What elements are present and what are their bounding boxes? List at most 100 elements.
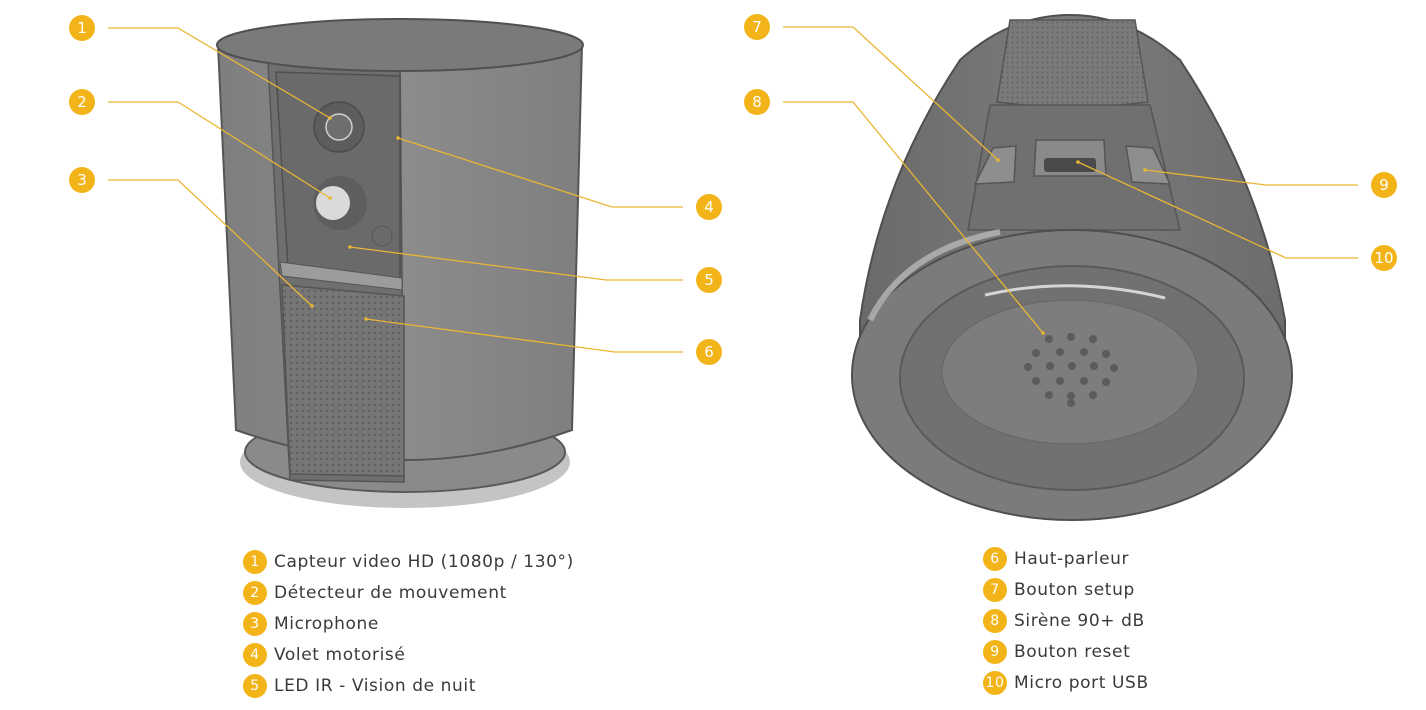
legend-label: Microphone [274,613,379,634]
legend-label: Bouton reset [1014,641,1131,662]
usb-port-icon [1044,158,1096,172]
camera-front-view [216,18,584,508]
leader-line-10 [1077,161,1358,259]
leader-line-9 [1144,169,1358,186]
callout-number: 8 [752,93,762,111]
legend-number-badge: 6 [983,546,1007,571]
legend-label: Micro port USB [1014,672,1149,693]
siren-hole [1032,377,1040,385]
reset-button-icon [1125,145,1172,185]
siren-plate [941,299,1199,445]
siren-hole [1056,377,1064,385]
speaker-grille-back [996,19,1149,108]
callout-circle [696,267,722,293]
callout-9: 9 [1371,172,1397,198]
bottom-highlight [984,284,1166,300]
siren-hole [1068,362,1076,370]
camera-back-view [851,13,1293,521]
siren-hole [1056,348,1064,356]
legend-number-badge: 1 [243,549,267,574]
leader-end-dot-6 [364,317,368,321]
legend-label: Haut-parleur [1014,548,1130,569]
leader-end-dot-8 [1041,331,1045,335]
callout-5: 5 [696,267,722,293]
siren-hole [1067,392,1075,400]
callout-number: 7 [752,18,762,36]
legend-number-badge: 4 [243,642,267,667]
legend-item: 4 Volet motorisé [243,639,574,670]
siren-holes-icon [1024,333,1118,407]
siren-hole [1110,364,1118,372]
legend-label: Sirène 90+ dB [1014,610,1145,631]
callout-number: 5 [704,271,714,289]
siren-hole [1080,377,1088,385]
callout-number: 4 [704,198,714,216]
callout-2: 2 [69,89,95,115]
leader-end-dot-7 [996,158,1000,162]
siren-hole [1102,378,1110,386]
leader-line-5 [349,246,683,281]
siren-hole [1089,335,1097,343]
callout-circle [1371,172,1397,198]
legend-label: Détecteur de mouvement [274,582,507,603]
callout-number: 3 [77,171,87,189]
legend-label: LED IR - Vision de nuit [274,675,477,696]
callout-6: 6 [696,339,722,365]
leader-lines [108,26,1358,353]
legend-number-badge: 3 [243,611,267,636]
callout-number: 1 [77,19,87,37]
leader-line-7 [783,26,999,161]
leader-end-dot-2 [328,196,332,200]
legend-item: 6 Haut-parleur [983,543,1149,574]
leader-end-dot-9 [1143,168,1147,172]
camera-lens-icon [325,113,353,141]
siren-hole [1024,363,1032,371]
motion-sensor-icon [316,186,350,220]
callout-circle [696,339,722,365]
leader-end-dot-4 [396,136,400,140]
leader-line-2 [108,101,331,199]
leader-line-8 [783,101,1044,334]
callout-3: 3 [69,167,95,193]
leader-end-dot-10 [1076,160,1080,164]
siren-hole [1067,333,1075,341]
callout-circle [744,89,770,115]
callout-8: 8 [744,89,770,115]
callout-number: 9 [1379,176,1389,194]
legend-number-badge: 9 [983,639,1007,664]
callout-7: 7 [744,14,770,40]
leader-end-dot-3 [310,304,314,308]
callout-number: 6 [704,343,714,361]
callout-number: 10 [1374,249,1393,267]
siren-hole [1032,349,1040,357]
setup-button-icon [973,145,1017,185]
siren-hole [1067,399,1075,407]
siren-hole [1089,391,1097,399]
legend-item: 8 Sirène 90+ dB [983,605,1149,636]
leader-end-dot-1 [328,116,332,120]
leader-end-dot-5 [348,245,352,249]
camera-top-cap [216,18,584,72]
siren-hole [1045,391,1053,399]
legend-item: 5 LED IR - Vision de nuit [243,670,574,701]
leader-line-1 [108,27,331,119]
leader-line-6 [365,318,683,353]
siren-hole [1102,350,1110,358]
callout-10: 10 [1371,245,1397,271]
legend-number-badge: 5 [243,673,267,698]
legend-number-badge: 8 [983,608,1007,633]
callout-circle [744,14,770,40]
legend-item: 9 Bouton reset [983,636,1149,667]
legend-label: Bouton setup [1014,579,1135,600]
siren-hole [1080,348,1088,356]
callout-circle [696,194,722,220]
legend-label: Volet motorisé [274,644,406,665]
legend-item: 3 Microphone [243,608,574,639]
leader-line-4 [397,137,683,208]
